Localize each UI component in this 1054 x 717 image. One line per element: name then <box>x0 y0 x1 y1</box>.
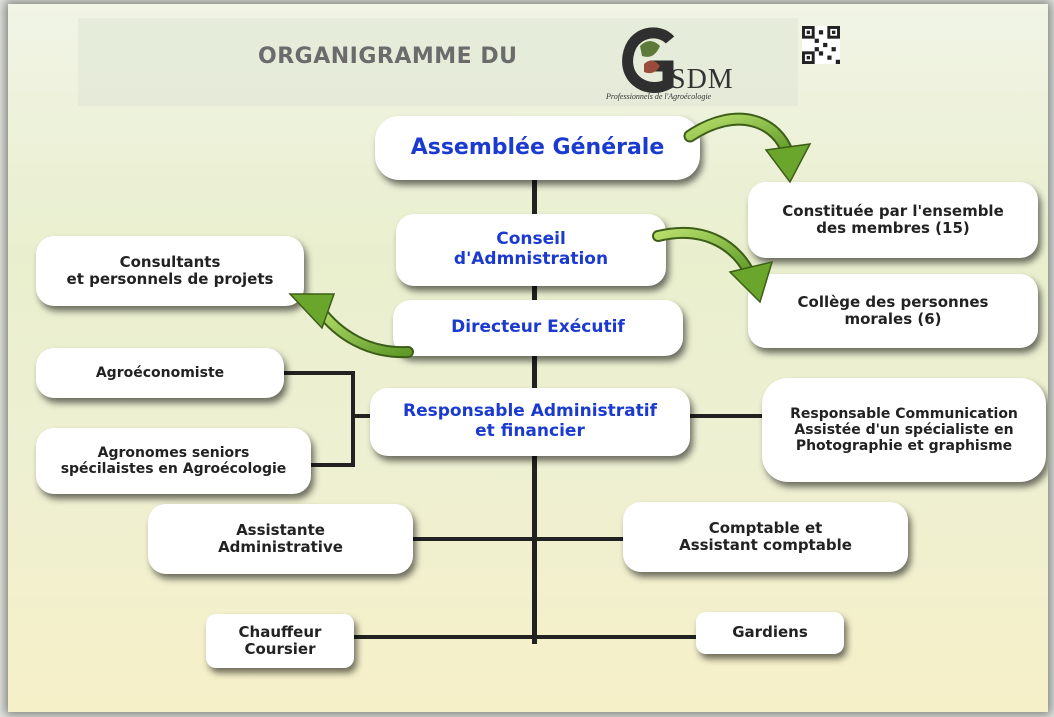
node-gardiens: Gardiens <box>696 612 844 654</box>
connector-resp-left <box>353 414 383 418</box>
node-assistante-administrative: Assistante Administrative <box>148 504 413 574</box>
connector-left-bracket-bottom <box>308 463 355 467</box>
node-agroeconomiste: Agroéconomiste <box>36 348 284 398</box>
org-chart-frame: ORGANIGRAMME DU SDM Professionnels de l'… <box>8 4 1048 712</box>
node-chauffeur-coursier: Chauffeur Coursier <box>206 614 354 668</box>
connector-resp-right <box>688 414 770 418</box>
arrow-assemblee-to-constituee <box>683 112 812 184</box>
logo-tagline: Professionnels de l'Agroécologie <box>606 92 712 101</box>
node-responsable-administratif: Responsable Administratif et financier <box>370 388 690 456</box>
connector-bottom-horizontal <box>348 635 708 639</box>
arrow-conseil-to-college <box>652 226 774 304</box>
connector-left-bracket-vertical <box>351 371 355 467</box>
arrows-layer <box>288 112 812 359</box>
node-constituee-membres: Constituée par l'ensemble des membres (1… <box>748 182 1038 258</box>
node-college-personnes-morales: Collège des personnes morales (6) <box>748 274 1038 348</box>
header-title: ORGANIGRAMME DU <box>258 44 518 69</box>
node-responsable-communication: Responsable Communication Assistée d'un … <box>762 378 1046 482</box>
qr-code-icon <box>802 26 840 64</box>
header-band <box>78 18 798 106</box>
node-agronomes-seniors: Agronomes seniors spécilaistes en Agroéc… <box>36 428 311 494</box>
node-consultants: Consultants et personnels de projets <box>36 236 304 306</box>
connector-assistant-row <box>403 537 633 541</box>
node-comptable: Comptable et Assistant comptable <box>623 502 908 572</box>
logo-text: SDM <box>670 64 734 95</box>
connector-left-bracket-top <box>280 371 355 375</box>
node-directeur-executif: Directeur Exécutif <box>393 300 683 356</box>
node-conseil-administration: Conseil d'Admnistration <box>396 214 666 286</box>
logo-g-icon <box>622 27 675 93</box>
node-assemblee-generale: Assemblée Générale <box>375 116 700 180</box>
gsdm-logo: SDM Professionnels de l'Agroécologie <box>606 26 840 106</box>
arrow-directeur-to-consultants <box>288 293 414 359</box>
